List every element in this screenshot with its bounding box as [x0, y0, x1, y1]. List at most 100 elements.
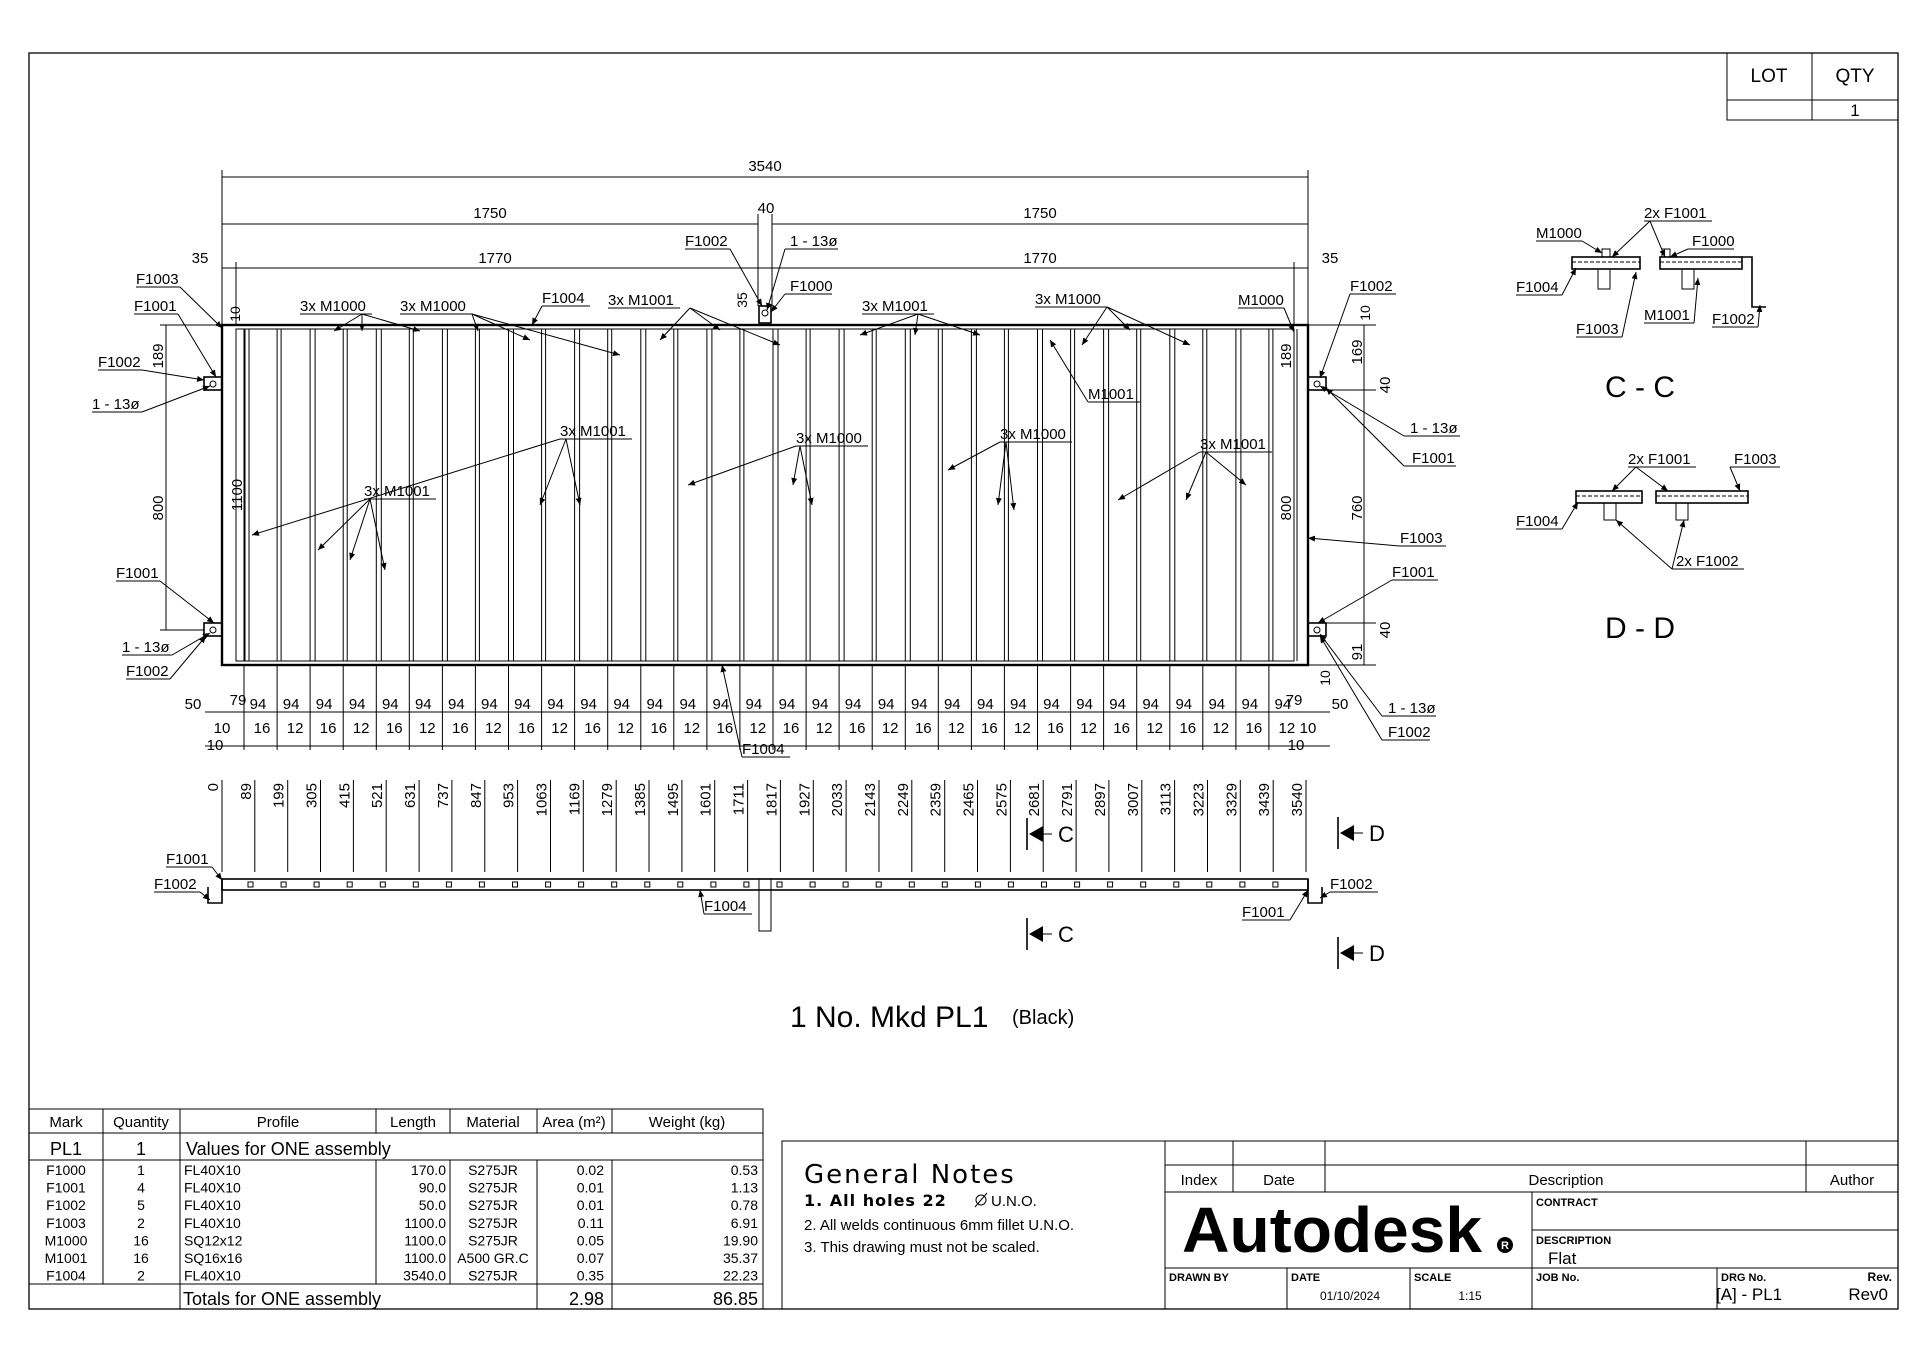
cc-label-f1002: F1002 — [1712, 311, 1755, 328]
tb-index: Index — [1181, 1172, 1218, 1189]
bom-cell: S275JR — [468, 1162, 518, 1178]
label-f1003-right: F1003 — [1400, 530, 1443, 547]
tb-date: Date — [1263, 1172, 1295, 1189]
bom-header-quantity: Quantity — [113, 1114, 169, 1131]
dim-pitch: 94 — [1010, 696, 1027, 713]
label-f1001-right-bottom: F1001 — [1392, 564, 1435, 581]
grating-bar — [1268, 328, 1274, 662]
elevation-hole — [611, 881, 618, 888]
ordinate-label: 3540 — [1289, 783, 1306, 816]
lot-qty-box: LOT QTY 1 — [1726, 52, 1899, 121]
dim-40-bottom: 40 — [1377, 622, 1394, 639]
dim-gap-bottom: 16 — [1113, 720, 1130, 737]
dd-label-2x-f1001: 2x F1001 — [1628, 451, 1691, 468]
section-d-title: D - D — [1605, 612, 1675, 645]
grating-bar — [838, 328, 845, 662]
dim-50-left: 50 — [185, 696, 202, 713]
lug-top-mid — [758, 305, 772, 324]
tb-date-label: DATE — [1291, 1272, 1320, 1284]
label-m1000-top-right: M1000 — [1238, 292, 1284, 309]
dim-pitch: 94 — [812, 696, 829, 713]
bom-totals-weight: 86.85 — [713, 1289, 758, 1309]
tb-drg-label: DRG No. — [1721, 1272, 1766, 1284]
bom-cell: 1.13 — [731, 1180, 758, 1196]
dim-1100: 1100 — [229, 479, 246, 511]
ordinate-label: 3007 — [1125, 783, 1142, 816]
dim-pitch: 94 — [448, 696, 465, 713]
elev-f1002-left: F1002 — [154, 876, 197, 893]
dim-pitch: 94 — [613, 696, 630, 713]
tb-contract-label: CONTRACT — [1536, 1197, 1598, 1209]
dim-pitch: 94 — [1208, 696, 1225, 713]
ordinate-label: 2681 — [1026, 783, 1043, 816]
general-notes: General Notes 1. All holes 22 U.N.O. 2. … — [781, 1140, 1166, 1310]
label-f1001-right-top: F1001 — [1412, 450, 1455, 467]
dim-gap-bottom: 16 — [452, 720, 469, 737]
elevation-hole — [280, 881, 287, 888]
elevation-hole — [941, 881, 948, 888]
elev-f1004: F1004 — [704, 898, 747, 915]
assembly-caption: 1 No. Mkd PL1 (Black) — [790, 1001, 1074, 1034]
grating-bar — [772, 328, 779, 662]
dim-inner-left: 1770 — [478, 250, 511, 267]
grating-bar — [706, 328, 713, 662]
bom-cell: 2 — [137, 1268, 145, 1284]
dim-gap-bottom: 16 — [254, 720, 271, 737]
ordinate-label: 415 — [336, 783, 353, 808]
ordinate-label: 847 — [468, 783, 485, 808]
plan-frame-inner — [235, 328, 1295, 662]
grating-bar — [342, 328, 348, 662]
svg-text:R: R — [1501, 1240, 1509, 1252]
lug-top-left — [203, 376, 223, 391]
dim-pitch: 94 — [1242, 696, 1259, 713]
qty-header: QTY — [1835, 66, 1874, 87]
dim-inner-right: 1770 — [1023, 250, 1056, 267]
tb-rev-label: Rev. — [1868, 1270, 1892, 1284]
dim-pitch: 94 — [283, 696, 300, 713]
dim-pitch: 94 — [250, 696, 267, 713]
dim-edge-right: 35 — [1322, 250, 1339, 267]
ordinate-label: 1169 — [566, 783, 583, 815]
label-3x-m1000-a: 3x M1000 — [300, 298, 366, 315]
elevation-hole — [445, 881, 452, 888]
dim-189-right: 189 — [1278, 343, 1295, 368]
bom-cell: 35.37 — [723, 1250, 758, 1266]
dim-gap-bottom: 16 — [584, 720, 601, 737]
section-marker-c-bottom: C — [1026, 918, 1074, 950]
tb-scale-value: 1:15 — [1458, 1289, 1482, 1303]
tb-date-value: 01/10/2024 — [1320, 1289, 1380, 1303]
ordinate-label: 1601 — [698, 783, 715, 816]
elevation-hole — [776, 881, 783, 888]
label-f1002-left-top: F1002 — [98, 354, 141, 371]
dim-gap-bottom: 12 — [683, 720, 700, 737]
section-marker-c-top: C — [1026, 818, 1074, 850]
tb-description-value: Flat — [1548, 1249, 1577, 1268]
dim-gap-bottom: 16 — [717, 720, 734, 737]
elevation-hole — [512, 881, 518, 888]
grating-bar — [309, 328, 316, 662]
ordinate-label: 2465 — [961, 783, 978, 816]
label-3x-m1000-e: 3x M1000 — [1000, 426, 1066, 443]
bom-cell: 1100.0 — [404, 1232, 446, 1248]
lug-bottom-left — [203, 622, 223, 637]
bom-cell: FL40X10 — [184, 1180, 241, 1196]
bom-cell: S275JR — [468, 1215, 518, 1231]
plan-frame-outer — [220, 323, 1310, 667]
ordinate-label: 2033 — [829, 783, 846, 816]
grating-bar — [1169, 328, 1176, 662]
bom-cell: F1004 — [46, 1268, 86, 1284]
bom-assembly-note: Values for ONE assembly — [186, 1139, 391, 1159]
dim-10-right: 10 — [1317, 670, 1333, 686]
ordinate-label: 953 — [501, 783, 518, 808]
caption-finish: (Black) — [1012, 1007, 1074, 1029]
plan-callouts: F1003 F1001 F1002 1 - 13ø F1001 1 - 13ø … — [92, 233, 1460, 758]
bom-cell: 0.01 — [577, 1197, 604, 1213]
dim-800-left: 800 — [150, 495, 167, 520]
dim-gap-bottom: 16 — [981, 720, 998, 737]
label-3x-m1001-c: 3x M1001 — [560, 423, 626, 440]
bom-cell: 16 — [133, 1250, 149, 1266]
dd-label-f1003: F1003 — [1734, 451, 1777, 468]
ordinate-label: 2575 — [993, 783, 1010, 816]
bom-cell: 0.02 — [577, 1162, 604, 1178]
